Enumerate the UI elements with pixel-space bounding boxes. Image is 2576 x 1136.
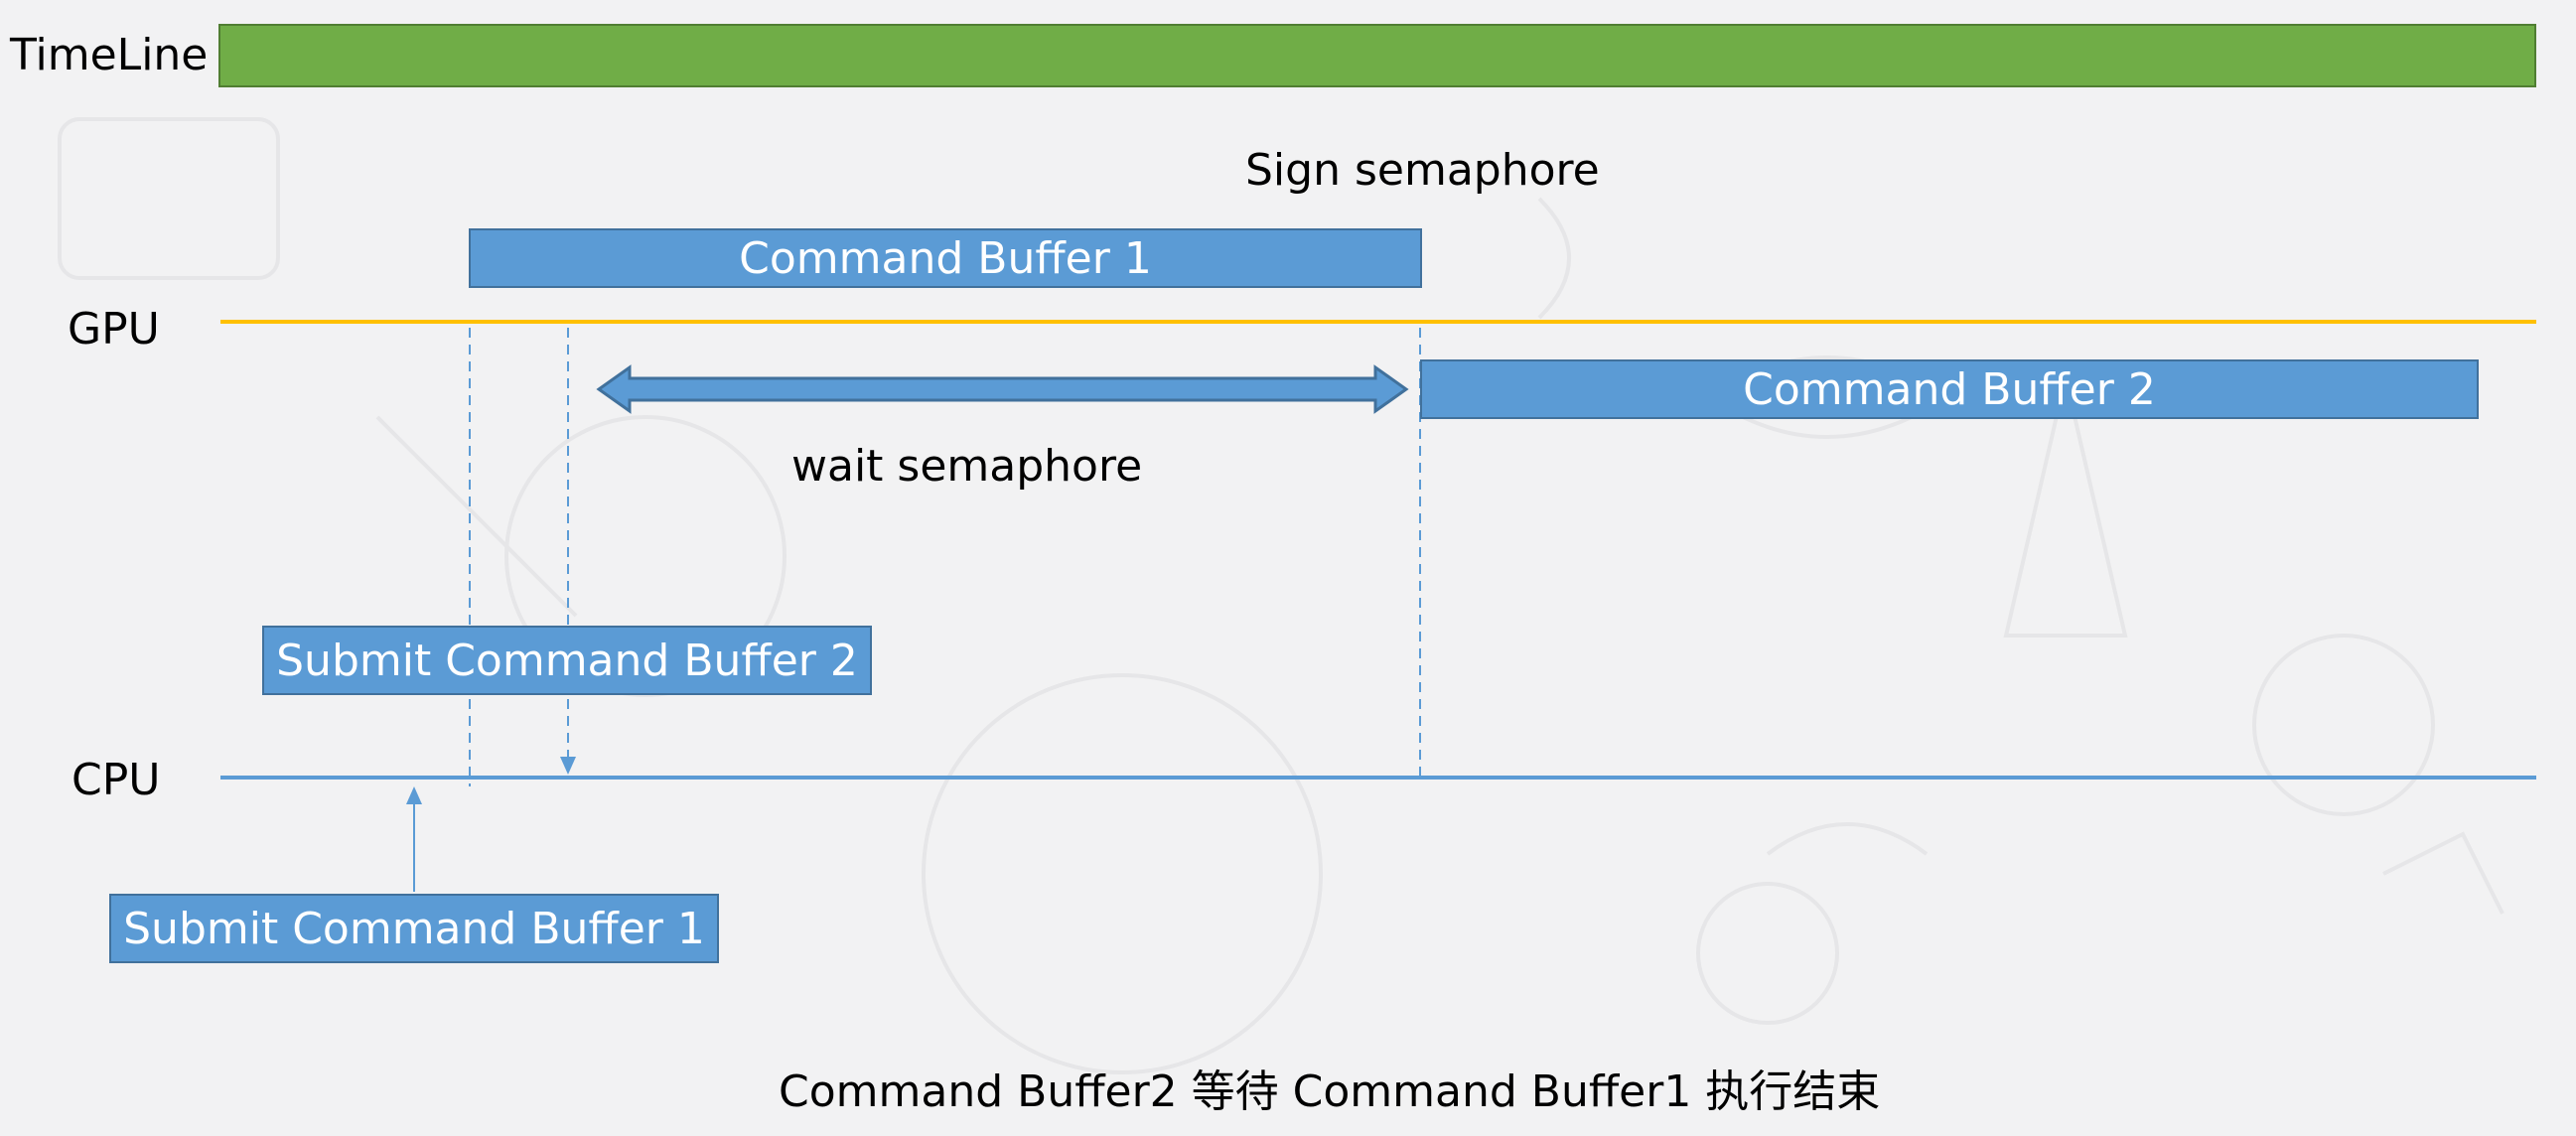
cpu-label: CPU (72, 755, 161, 805)
submit-command-buffer-1-text: Submit Command Buffer 1 (123, 903, 705, 954)
gpu-label: GPU (68, 304, 160, 355)
command-buffer-1-text: Command Buffer 1 (739, 232, 1152, 284)
timeline-bar (218, 24, 2536, 87)
wait-double-arrow (596, 364, 1409, 414)
submit-command-buffer-2-block: Submit Command Buffer 2 (262, 626, 872, 695)
diagram-caption: Command Buffer2 等待 Command Buffer1 执行结束 (779, 1066, 1881, 1117)
wait-semaphore-label: wait semaphore (791, 441, 1143, 492)
command-buffer-1-block: Command Buffer 1 (469, 228, 1422, 288)
submit-command-buffer-1-block: Submit Command Buffer 1 (109, 894, 719, 963)
submit-command-buffer-2-text: Submit Command Buffer 2 (276, 635, 858, 686)
command-buffer-2-block: Command Buffer 2 (1420, 359, 2479, 419)
submit2-arrowhead (560, 757, 576, 775)
submit1-arrowhead (406, 786, 422, 804)
sign-semaphore-label: Sign semaphore (1245, 145, 1600, 196)
command-buffer-2-text: Command Buffer 2 (1743, 363, 2156, 415)
timeline-label: TimeLine (10, 30, 209, 80)
